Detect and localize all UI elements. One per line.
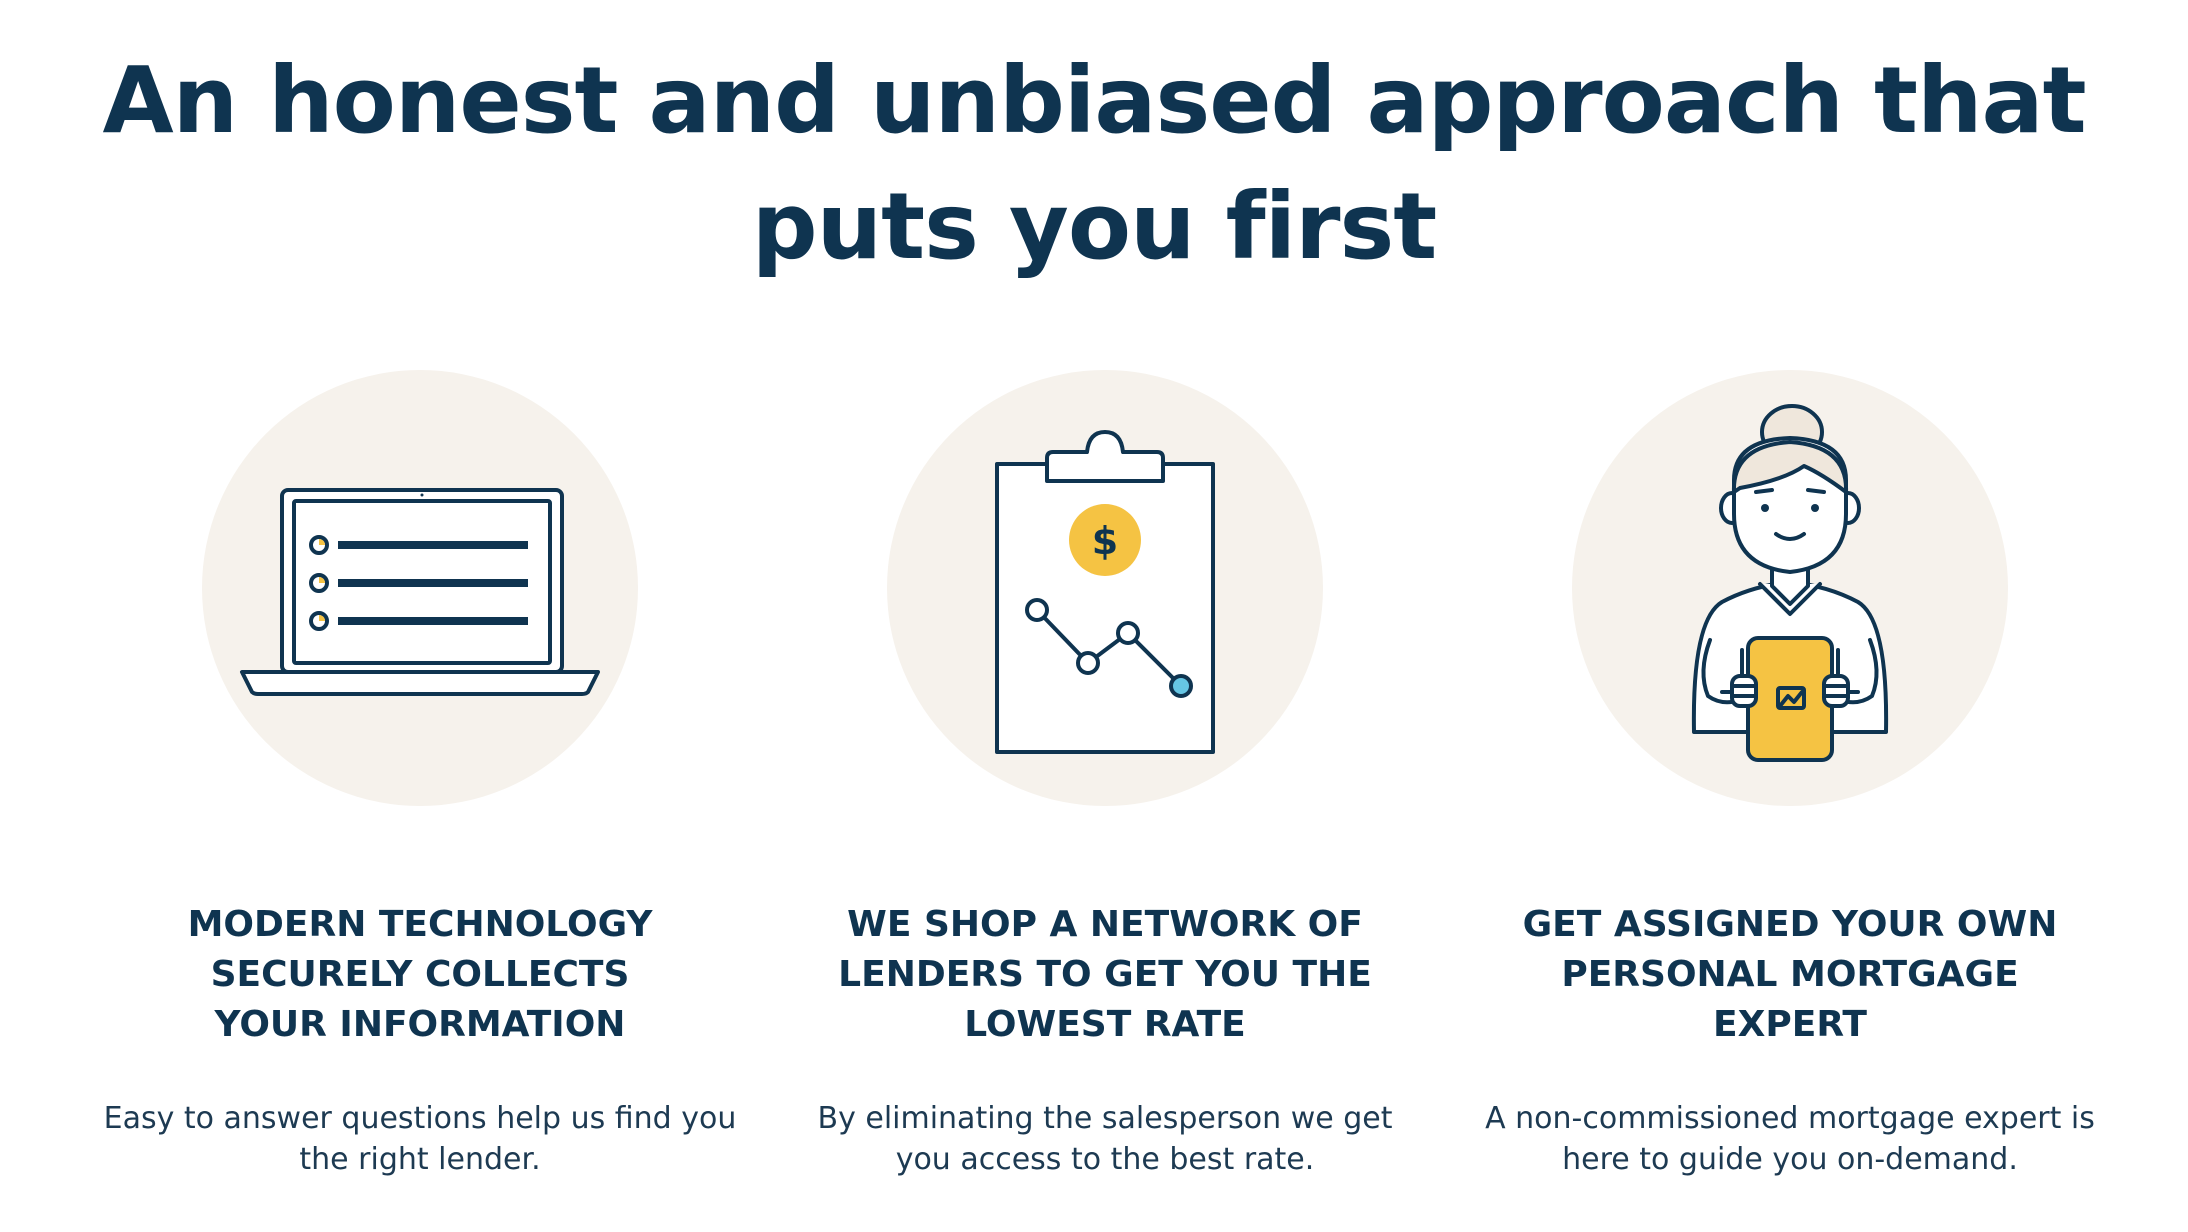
feature-description: A non-commissioned mortgage expert is he… xyxy=(1460,1098,2120,1180)
feature-modern-technology: MODERN TECHNOLOGY SECURELY COLLECTS YOUR… xyxy=(70,370,770,1180)
feature-title-line: LENDERS TO GET YOU THE xyxy=(838,954,1372,995)
feature-title-line: LOWEST RATE xyxy=(964,1004,1246,1045)
feature-title-line: YOUR INFORMATION xyxy=(214,1004,626,1045)
feature-title-line: MODERN TECHNOLOGY xyxy=(187,904,653,945)
feature-lender-network: $ WE SHOP A NETWORK OF LENDERS TO GET YO… xyxy=(755,370,1455,1180)
feature-description-line: By eliminating the salesperson we get xyxy=(817,1101,1393,1136)
feature-mortgage-expert: GET ASSIGNED YOUR OWN PERSONAL MORTGAGE … xyxy=(1440,370,2140,1180)
clipboard-rate-chart-icon: $ xyxy=(995,430,1215,754)
feature-title: WE SHOP A NETWORK OF LENDERS TO GET YOU … xyxy=(825,900,1385,1050)
dollar-symbol: $ xyxy=(1092,519,1118,563)
feature-title-line: WE SHOP A NETWORK OF xyxy=(847,904,1363,945)
page-headline: An honest and unbiased approach that put… xyxy=(0,38,2188,290)
feature-description-line: the right lender. xyxy=(299,1142,541,1177)
feature-title-line: SECURELY COLLECTS xyxy=(210,954,630,995)
laptop-checklist-icon xyxy=(240,488,600,696)
feature-description-line: Easy to answer questions help us find yo… xyxy=(103,1101,737,1136)
feature-illustration-circle xyxy=(202,370,638,806)
headline-line-2: puts you first xyxy=(751,173,1437,280)
feature-description-line: A non-commissioned mortgage expert is xyxy=(1485,1101,2095,1136)
feature-description: Easy to answer questions help us find yo… xyxy=(90,1098,750,1180)
feature-title-line: GET ASSIGNED YOUR OWN xyxy=(1522,904,2058,945)
mortgage-expert-person-icon xyxy=(1691,404,1889,762)
feature-illustration-circle: $ xyxy=(887,370,1323,806)
feature-description-line: you access to the best rate. xyxy=(895,1142,1315,1177)
feature-title: MODERN TECHNOLOGY SECURELY COLLECTS YOUR… xyxy=(140,900,700,1050)
feature-illustration-circle xyxy=(1572,370,2008,806)
feature-title: GET ASSIGNED YOUR OWN PERSONAL MORTGAGE … xyxy=(1510,900,2070,1050)
feature-title-line: PERSONAL MORTGAGE xyxy=(1561,954,2019,995)
feature-description-line: here to guide you on-demand. xyxy=(1562,1142,2018,1177)
headline-line-1: An honest and unbiased approach that xyxy=(102,47,2086,154)
feature-description: By eliminating the salesperson we get yo… xyxy=(775,1098,1435,1180)
feature-title-line: EXPERT xyxy=(1713,1004,1867,1045)
